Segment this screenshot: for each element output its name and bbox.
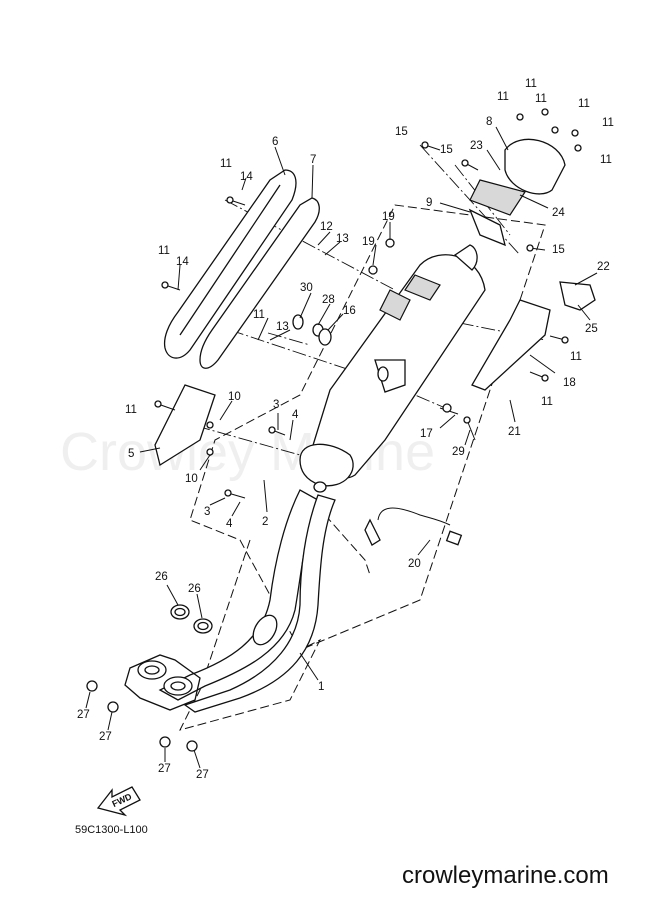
callout: 4: [226, 518, 233, 530]
callout: 15: [552, 244, 565, 256]
callout: 11: [158, 245, 170, 257]
gaskets: [170, 604, 213, 634]
fwd-arrow-icon: FWD: [96, 786, 141, 817]
callout: 17: [420, 428, 433, 440]
callout: 26: [155, 571, 168, 583]
callout: 8: [486, 116, 492, 128]
callout: 27: [77, 709, 90, 721]
callout: 13: [276, 321, 289, 333]
callout: 9: [426, 197, 432, 209]
callout: 27: [99, 731, 112, 743]
callout: 14: [176, 256, 189, 268]
callout: 16: [343, 305, 356, 317]
callout: 11: [525, 78, 537, 90]
callout: 28: [322, 294, 335, 306]
callout: 19: [382, 211, 395, 223]
callout: 15: [440, 144, 453, 156]
callout: 4: [292, 409, 299, 421]
callout: 7: [310, 154, 316, 166]
bracket: [154, 384, 216, 467]
callout: 11: [602, 117, 614, 129]
callout: 11: [600, 154, 612, 166]
callout: 14: [240, 171, 253, 183]
callout: 20: [408, 558, 421, 570]
side-guard: [471, 281, 596, 391]
callout: 26: [188, 583, 201, 595]
callout: 19: [362, 236, 375, 248]
end-cover: [468, 138, 566, 247]
callout: 27: [196, 769, 209, 781]
heat-protectors: [163, 169, 320, 369]
callout: 27: [158, 763, 171, 775]
callout: 3: [204, 506, 210, 518]
assembly-outlines: [179, 204, 546, 731]
callout: 13: [336, 233, 349, 245]
diagram-code: 59C1300-L100: [75, 824, 148, 836]
site-url[interactable]: crowleymarine.com: [402, 862, 609, 889]
callout: 30: [300, 282, 313, 294]
bolts: [154, 108, 582, 499]
callout: 11: [497, 91, 509, 103]
callout: 22: [597, 261, 610, 273]
exhaust-pipe: [124, 489, 336, 713]
callout: 10: [228, 391, 241, 403]
callout: 11: [253, 309, 265, 321]
callout: 11: [570, 351, 582, 363]
callout: 11: [578, 98, 590, 110]
callout-numbers: 1 2 2 3 3 4 4 5 6 7 8 9 10 10 11 11 11 1…: [77, 78, 614, 781]
callout: 5: [128, 448, 134, 460]
callout: 11: [535, 93, 547, 105]
callout: 11: [220, 158, 232, 170]
callout: 25: [585, 323, 598, 335]
callout: 18: [563, 377, 576, 389]
callout: 1: [318, 681, 324, 693]
leader-lines: [85, 126, 598, 769]
callout: 3: [273, 399, 279, 411]
callout: 24: [552, 207, 565, 219]
callout: 21: [508, 426, 521, 438]
callout: 11: [125, 404, 137, 416]
callout: 12: [320, 221, 333, 233]
callout: 15: [395, 126, 408, 138]
o2-sensor: [364, 507, 463, 546]
callout: 11: [541, 396, 553, 408]
callout: 23: [470, 140, 483, 152]
callout: 6: [272, 136, 278, 148]
callout: 29: [452, 446, 465, 458]
callout: 10: [185, 473, 198, 485]
callout: 2: [262, 516, 268, 528]
dampers: [292, 314, 406, 393]
flange-nuts: [86, 680, 198, 752]
